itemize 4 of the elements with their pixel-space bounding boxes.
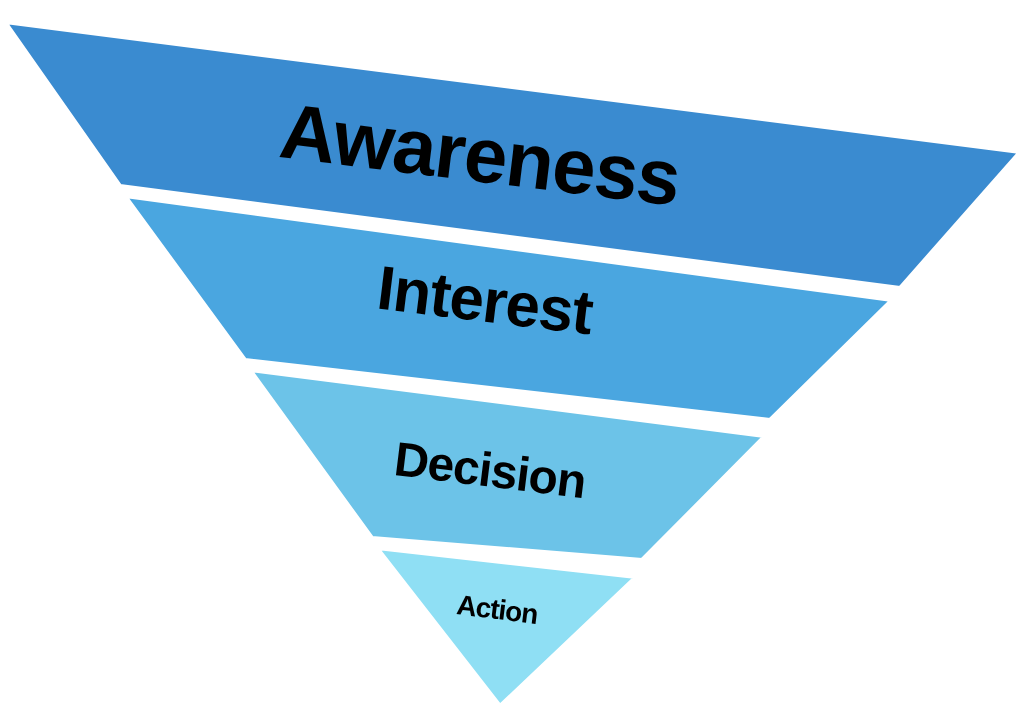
stage-label: Interest	[373, 251, 597, 349]
stage-label: Action	[454, 589, 540, 631]
stage-label: Awareness	[275, 85, 685, 225]
stage-label: Decision	[391, 431, 589, 509]
